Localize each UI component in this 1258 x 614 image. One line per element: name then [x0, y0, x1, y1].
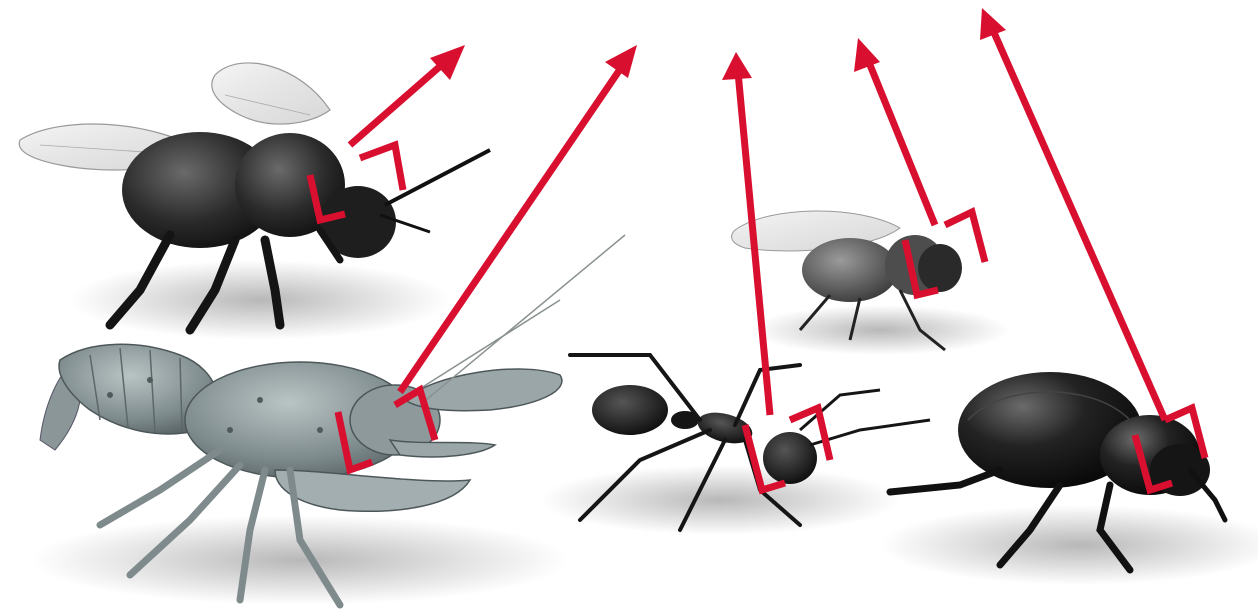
fly-shadow — [750, 305, 1010, 355]
beetle-shadow — [880, 505, 1258, 585]
ant-shadow — [540, 465, 900, 535]
